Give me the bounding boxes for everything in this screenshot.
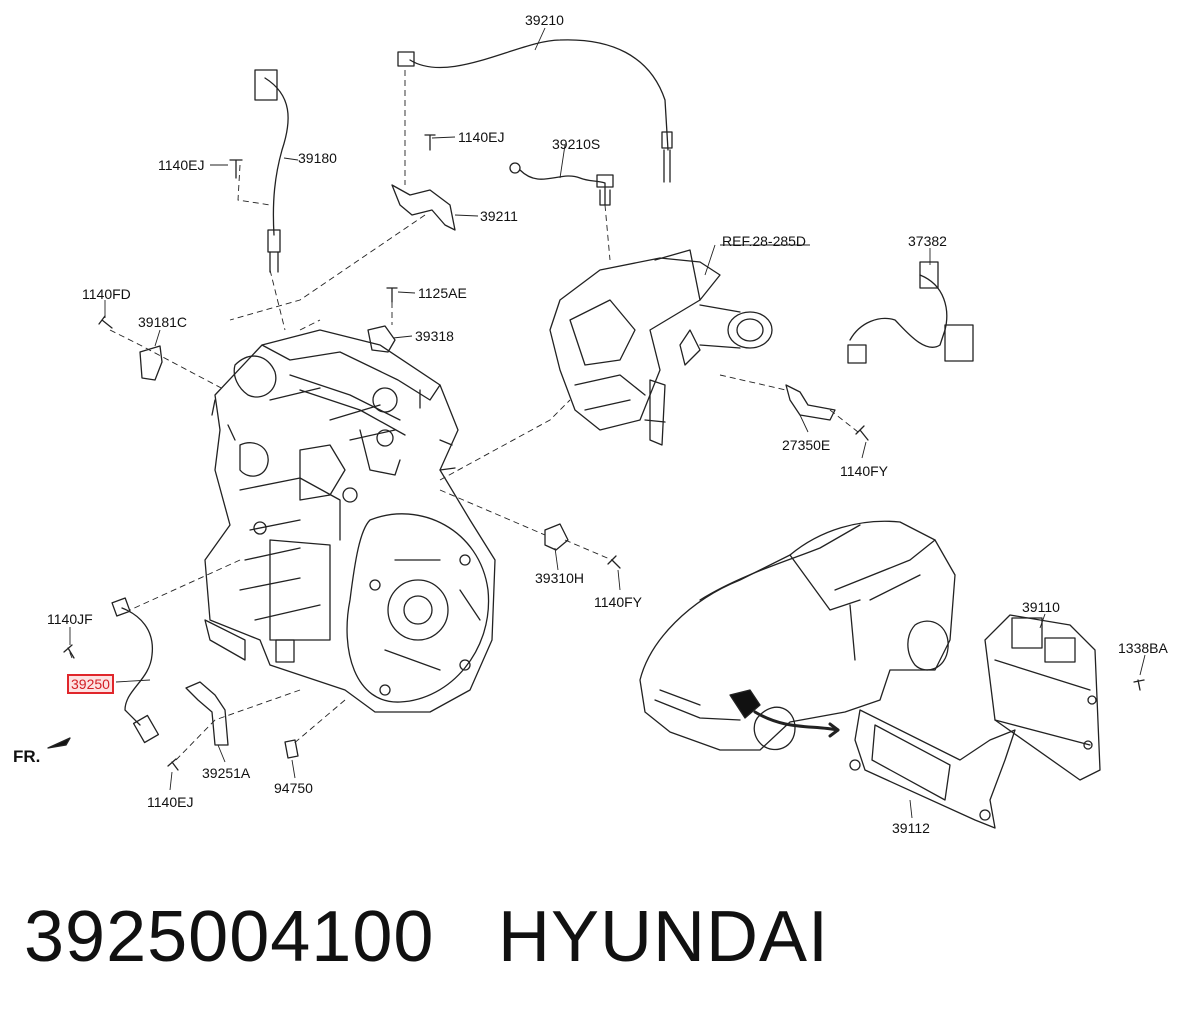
label-1140EJ-left[interactable]: 1140EJ bbox=[158, 157, 205, 173]
cam-sensor-39318 bbox=[367, 325, 396, 353]
label-1140FD[interactable]: 1140FD bbox=[82, 286, 131, 302]
label-39251A[interactable]: 39251A bbox=[202, 765, 251, 781]
label-ref-28-285D[interactable]: REF.28-285D bbox=[722, 233, 807, 249]
front-direction-label: FR. bbox=[13, 747, 41, 766]
parts-diagram bbox=[47, 27, 1146, 829]
crank-sensor-39310H bbox=[544, 523, 569, 551]
oxygen-sensor-39210-wire bbox=[409, 39, 669, 151]
footer: 3925004100 HYUNDAI bbox=[0, 855, 1186, 1017]
label-pointers bbox=[69, 27, 1146, 819]
knock-sensor-39250 bbox=[111, 597, 160, 744]
label-1125AE[interactable]: 1125AE bbox=[418, 285, 467, 301]
brand-name: HYUNDAI bbox=[498, 897, 830, 977]
bracket-27350E bbox=[785, 384, 836, 421]
label-39310H[interactable]: 39310H bbox=[535, 570, 585, 586]
label-94750[interactable]: 94750 bbox=[274, 780, 313, 796]
engine-block-illustration bbox=[204, 329, 496, 713]
front-arrow-icon bbox=[47, 737, 71, 749]
label-39112[interactable]: 39112 bbox=[892, 820, 930, 836]
label-39181C[interactable]: 39181C bbox=[138, 314, 188, 330]
car-illustration bbox=[639, 520, 956, 751]
label-39211[interactable]: 39211 bbox=[480, 208, 518, 224]
label-1140FY-center[interactable]: 1140FY bbox=[594, 594, 642, 610]
label-1140JF[interactable]: 1140JF bbox=[47, 611, 93, 627]
connector-icon bbox=[397, 51, 415, 67]
label-37382[interactable]: 37382 bbox=[908, 233, 947, 249]
label-39110[interactable]: 39110 bbox=[1022, 599, 1060, 615]
leader-lines bbox=[67, 70, 859, 763]
label-1140EJ-top[interactable]: 1140EJ bbox=[458, 129, 505, 145]
label-39180[interactable]: 39180 bbox=[298, 150, 337, 166]
bracket-39181C bbox=[139, 345, 163, 381]
exhaust-manifold-illustration bbox=[549, 249, 773, 446]
ecu-bracket-39112 bbox=[849, 709, 1016, 829]
label-1140EJ-bottom[interactable]: 1140EJ bbox=[147, 794, 194, 810]
sensor-37382-wire bbox=[849, 274, 948, 348]
bracket-39211 bbox=[391, 184, 456, 231]
label-39210[interactable]: 39210 bbox=[525, 12, 564, 28]
label-27350E[interactable]: 27350E bbox=[782, 437, 831, 453]
label-1140FY-right[interactable]: 1140FY bbox=[840, 463, 888, 479]
label-39210S[interactable]: 39210S bbox=[552, 136, 601, 152]
label-1338BA[interactable]: 1338BA bbox=[1118, 640, 1168, 656]
bracket-39251A bbox=[185, 681, 229, 746]
oxygen-sensor-39180-wire bbox=[264, 77, 289, 236]
ecu-39110 bbox=[984, 614, 1101, 781]
part-number: 3925004100 bbox=[24, 897, 435, 977]
label-39250-highlighted[interactable]: 39250 bbox=[67, 674, 114, 694]
bolt-icons bbox=[63, 134, 1145, 771]
sensor-94750 bbox=[284, 739, 299, 759]
label-39318[interactable]: 39318 bbox=[415, 328, 454, 344]
